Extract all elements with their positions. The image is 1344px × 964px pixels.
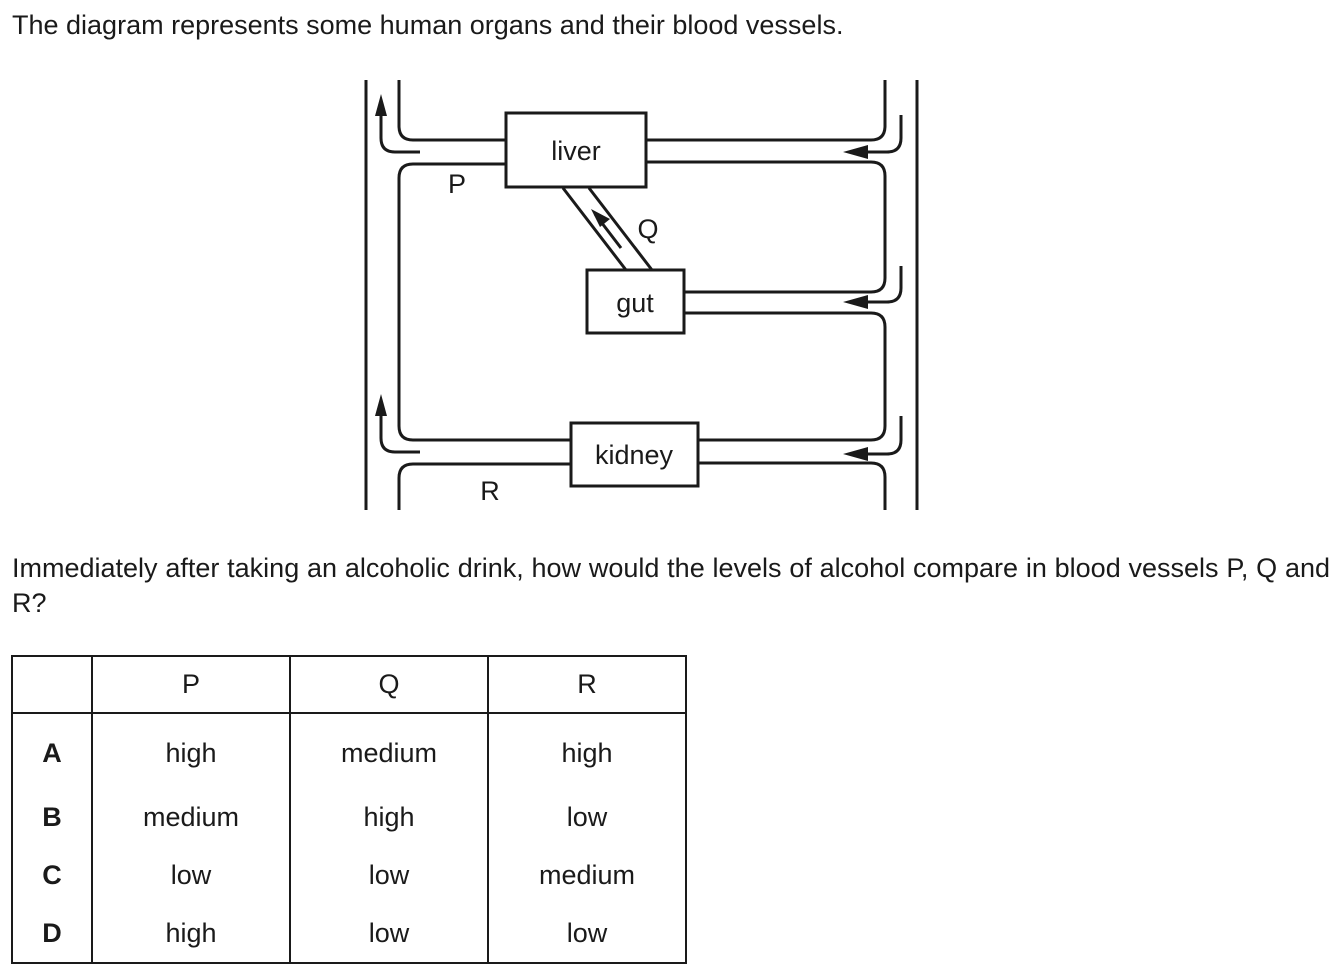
option-letter: D xyxy=(11,904,93,964)
cell-r: medium xyxy=(487,846,687,904)
right-bottom-inflow xyxy=(855,416,903,456)
question-text: Immediately after taking an alcoholic dr… xyxy=(12,553,1330,618)
right-inner-bottom xyxy=(698,461,887,510)
table-row[interactable]: C low low medium xyxy=(11,846,687,904)
table-row[interactable]: A high medium high xyxy=(11,713,687,788)
portal-vein-arrow-icon xyxy=(591,209,610,227)
vessel-lines xyxy=(364,80,919,510)
kidney-box xyxy=(569,421,700,488)
liver-label: liver xyxy=(551,136,601,166)
right-mid-inflow xyxy=(855,266,903,304)
vessel-label-r: R xyxy=(480,476,500,506)
right-bottom-left-arrow-icon xyxy=(843,447,868,461)
liver-box xyxy=(504,111,648,189)
header-cell-r: R xyxy=(487,655,687,714)
cell-q: low xyxy=(289,904,489,964)
header-cell-q: Q xyxy=(289,655,489,714)
right-inner-lower xyxy=(684,311,887,442)
left-top-arrow-curve xyxy=(379,100,420,154)
gut-label: gut xyxy=(616,288,654,318)
cell-r: high xyxy=(487,713,687,788)
table-header-row: P Q R xyxy=(11,655,687,714)
vessel-label-p: P xyxy=(448,169,466,199)
option-letter: C xyxy=(11,846,93,904)
cell-p: high xyxy=(91,713,291,788)
table-row[interactable]: B medium high low xyxy=(11,788,687,846)
kidney-label: kidney xyxy=(595,440,674,470)
left-bottom-up-arrow-icon xyxy=(375,394,387,416)
portal-vein-right-wall xyxy=(587,187,654,271)
left-inner-bottom xyxy=(397,462,571,510)
cell-q: medium xyxy=(289,713,489,788)
right-inner-upper xyxy=(646,160,887,294)
option-letter: A xyxy=(11,713,93,788)
cell-r: low xyxy=(487,904,687,964)
right-top-inflow xyxy=(855,115,903,154)
vessel-label-q: Q xyxy=(637,214,658,244)
cell-r: low xyxy=(487,788,687,846)
cell-p: low xyxy=(91,846,291,904)
right-inner-top xyxy=(646,80,887,142)
intro-text: The diagram represents some human organs… xyxy=(12,10,844,40)
left-top-up-arrow-icon xyxy=(375,94,387,116)
header-cell xyxy=(11,655,93,714)
cell-p: high xyxy=(91,904,291,964)
portal-vein-left-wall xyxy=(561,187,628,271)
header-cell-p: P xyxy=(91,655,291,714)
gut-box xyxy=(585,268,686,335)
left-bottom-arrow-curve xyxy=(379,400,420,454)
right-top-left-arrow-icon xyxy=(843,145,868,159)
cell-q: low xyxy=(289,846,489,904)
cell-p: medium xyxy=(91,788,291,846)
right-mid-left-arrow-icon xyxy=(843,295,868,309)
left-inner-mid xyxy=(397,162,571,442)
option-letter: B xyxy=(11,788,93,846)
cell-q: high xyxy=(289,788,489,846)
left-inner-top xyxy=(397,80,506,142)
flow-arrows xyxy=(375,94,868,461)
table-row[interactable]: D high low low xyxy=(11,904,687,964)
answer-table: P Q R A high medium high B medium high l… xyxy=(11,655,687,964)
